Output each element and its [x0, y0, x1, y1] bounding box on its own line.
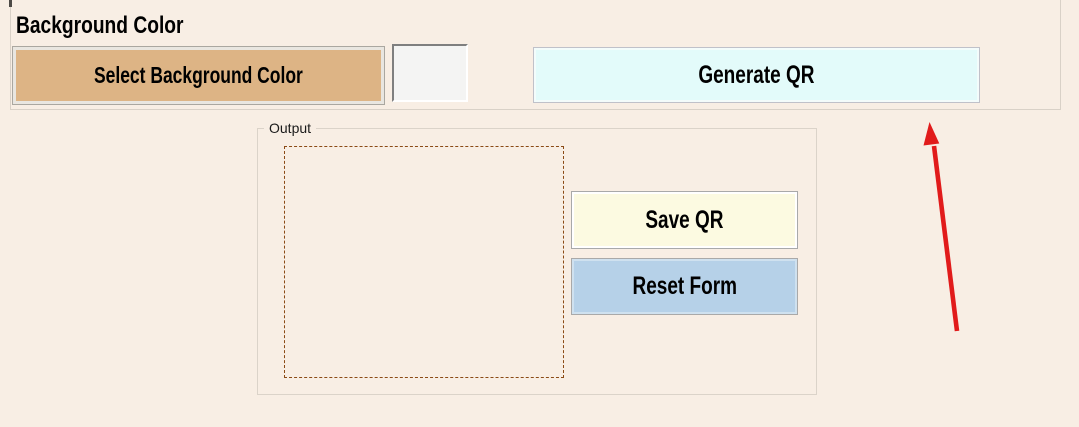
cutoff-control-fragment	[9, 0, 12, 7]
reset-form-button[interactable]: Reset Form	[571, 258, 798, 315]
qr-output-placeholder	[284, 146, 564, 378]
background-color-panel	[10, 0, 1061, 110]
reset-form-button-label: Reset Form	[632, 272, 737, 300]
generate-qr-button-label: Generate QR	[698, 60, 815, 89]
save-qr-button[interactable]: Save QR	[571, 191, 798, 249]
save-qr-button-label: Save QR	[645, 205, 724, 234]
output-groupbox-label: Output	[264, 119, 317, 137]
select-background-color-button[interactable]: Select Background Color	[12, 46, 385, 105]
background-color-swatch	[392, 44, 468, 102]
output-groupbox: Output Save QR Reset Form	[257, 119, 817, 395]
arrow-shaft	[931, 145, 960, 332]
generate-qr-button[interactable]: Generate QR	[533, 47, 980, 103]
arrow-head-icon	[923, 122, 940, 146]
select-background-color-button-label: Select Background Color	[94, 62, 303, 88]
background-color-section-title: Background Color	[16, 12, 184, 39]
